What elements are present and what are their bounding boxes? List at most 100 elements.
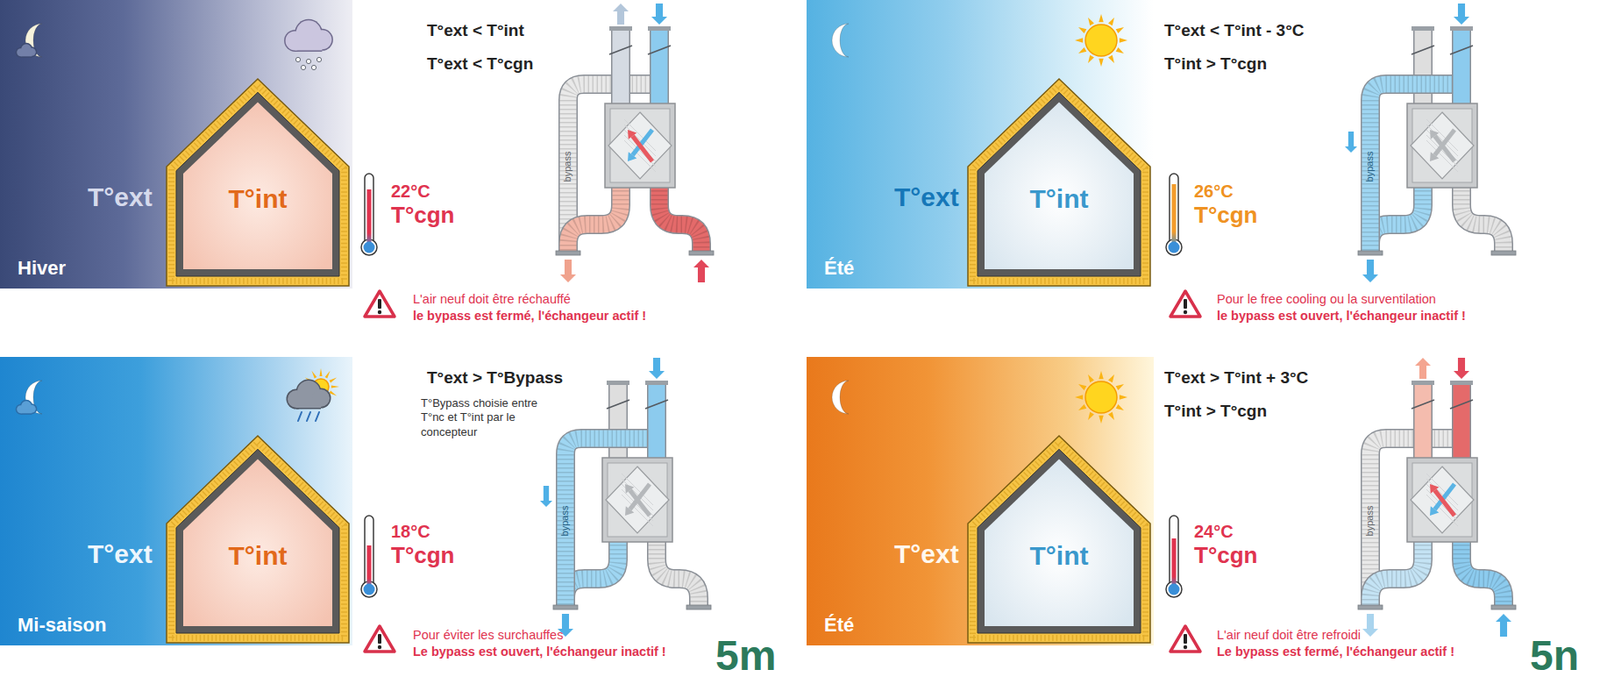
sun-icon xyxy=(1098,14,1103,22)
duct xyxy=(648,384,666,460)
damper xyxy=(645,399,669,409)
sun-icon xyxy=(1085,381,1117,413)
cloud-icon xyxy=(21,408,33,413)
warning-mark xyxy=(377,633,382,644)
raindrop xyxy=(315,412,320,421)
duct-cap xyxy=(1411,26,1435,31)
duct-cap xyxy=(645,380,669,385)
heat-exchanger xyxy=(1410,112,1474,179)
setpoint-label: T°cgn xyxy=(391,541,456,569)
airflow-arrow xyxy=(540,485,553,507)
heat-exchanger xyxy=(608,112,672,179)
warning-triangle xyxy=(364,625,395,652)
duct-cap xyxy=(1411,380,1435,385)
warning-text: le bypass est fermé, l'échangeur actif ! xyxy=(412,308,647,324)
unit-casing xyxy=(602,457,673,542)
house-outline xyxy=(164,77,351,288)
duct xyxy=(1453,29,1471,106)
airflow-arrow xyxy=(693,259,710,283)
duct-outline xyxy=(1461,540,1504,607)
duct xyxy=(610,384,627,460)
duct-ribs xyxy=(656,540,699,607)
insulation xyxy=(166,78,349,286)
airflow-arrow xyxy=(560,259,576,283)
exchanger-arrow xyxy=(632,135,653,162)
moon-icon xyxy=(832,23,849,57)
duct-outline xyxy=(1370,540,1423,607)
duct xyxy=(1453,384,1471,460)
unit-casing xyxy=(604,103,676,188)
insulation-texture xyxy=(171,85,345,282)
house-wall xyxy=(176,92,340,277)
raindrop xyxy=(306,412,311,421)
thermometer-column xyxy=(1172,184,1177,248)
temperature-value: 24°C xyxy=(1194,520,1234,542)
figure-number: 5n xyxy=(1529,634,1579,677)
thermometer-bulb xyxy=(1166,239,1182,256)
warning-text: L'air neuf doit être refroidi xyxy=(1216,627,1361,643)
warning-triangle xyxy=(1170,291,1201,317)
insulation-texture xyxy=(973,442,1146,639)
sun-icon xyxy=(1098,370,1103,379)
duct-outline xyxy=(659,185,702,253)
damper xyxy=(1411,399,1435,409)
season-label: Mi-saison xyxy=(17,613,107,636)
sun-icon xyxy=(1074,394,1083,399)
house: T°int xyxy=(164,77,351,288)
exchanger-plate xyxy=(624,135,656,167)
condition-text: T°ext < T°cgn xyxy=(426,54,534,75)
unit-casing xyxy=(1407,457,1478,542)
season-label: Été xyxy=(824,613,854,636)
sun-icon xyxy=(1085,24,1117,57)
house: T°int xyxy=(164,433,351,645)
duct-ribs xyxy=(1370,540,1423,607)
climate-scene: T°extMi-saisonT°int xyxy=(0,356,353,646)
duct-cap xyxy=(1450,380,1473,385)
sun-icon xyxy=(1078,384,1087,391)
warning-text: le bypass est ouvert, l'échangeur inacti… xyxy=(1216,308,1466,324)
warning-icon xyxy=(1170,291,1201,317)
duct-flange xyxy=(555,250,581,256)
house-wall xyxy=(977,92,1141,277)
thermometer-bulb xyxy=(1168,241,1181,254)
duct xyxy=(651,29,669,106)
duct-flange xyxy=(1491,250,1516,256)
sun-icon xyxy=(1108,55,1115,64)
house-wall xyxy=(977,448,1141,633)
heat-exchanger xyxy=(1410,466,1474,534)
warning-mark xyxy=(1183,633,1188,644)
duct-cap xyxy=(647,26,671,31)
duct-ribs xyxy=(1461,185,1504,253)
sun-icon xyxy=(1119,394,1128,399)
sun-icon xyxy=(329,377,338,384)
duct xyxy=(656,540,699,607)
sun-icon xyxy=(1119,37,1128,43)
snowflake xyxy=(300,64,306,70)
duct-label: bypass xyxy=(1364,505,1376,537)
exchanger-plate xyxy=(1426,489,1458,521)
sun-icon xyxy=(1098,58,1103,67)
damper xyxy=(1450,399,1473,409)
duct-outline xyxy=(1451,384,1472,460)
outdoor-temp-label: T°ext xyxy=(894,539,960,570)
thermometer-bulb xyxy=(361,581,377,598)
exchanger-arrow xyxy=(625,483,634,494)
thermometer-bulb xyxy=(1166,581,1182,598)
snowflake xyxy=(311,64,316,70)
temperature-value: 26°C xyxy=(1194,180,1234,202)
warning-text: Pour éviter les surchauffes xyxy=(412,627,563,643)
sun-icon xyxy=(1074,370,1128,424)
ventilation-unit xyxy=(1358,357,1516,637)
duct-outline xyxy=(568,185,621,253)
duct-ribs xyxy=(568,185,621,253)
duct-outline xyxy=(647,384,667,460)
duct-cap xyxy=(609,26,633,31)
thermometer-bulb xyxy=(363,241,376,254)
condition-text: T°int > T°cgn xyxy=(1164,401,1267,422)
warning-icon xyxy=(364,625,395,652)
sun-icon xyxy=(1116,404,1124,411)
exchanger-arrow xyxy=(630,490,650,516)
duct-outline xyxy=(1413,29,1433,106)
